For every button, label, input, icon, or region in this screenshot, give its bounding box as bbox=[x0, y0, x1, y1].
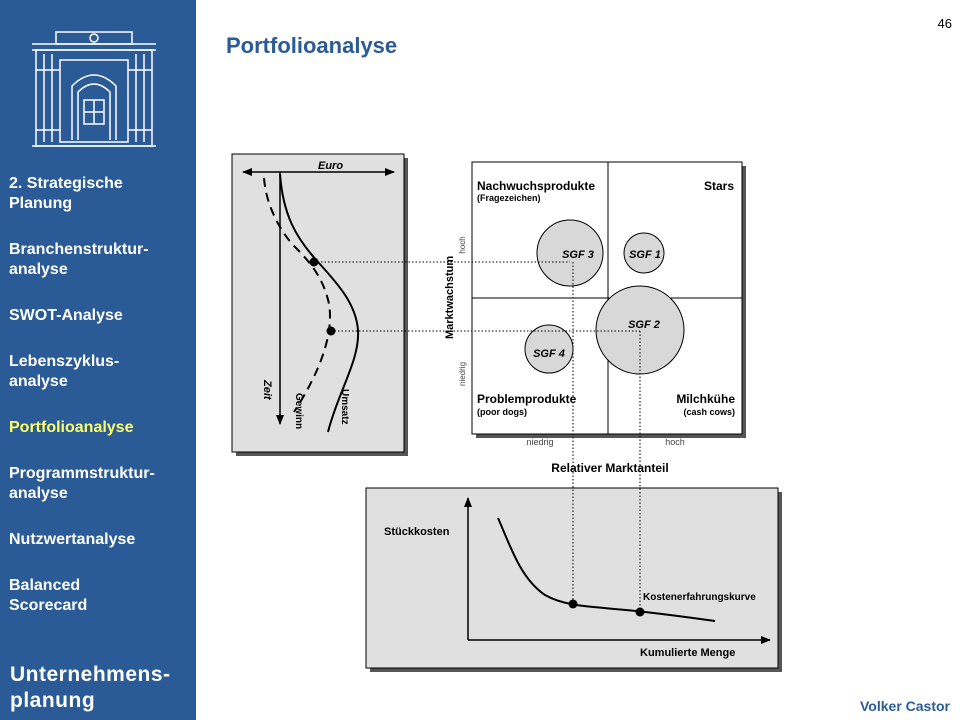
sgf-2-label: SGF 2 bbox=[628, 319, 660, 331]
sidebar-item-programmstrukturanalyse[interactable]: Programmstruktur- analyse bbox=[9, 465, 155, 502]
cumulative-quantity-label: Kumulierte Menge bbox=[640, 647, 735, 659]
sidebar-item-lebenszyklusanalyse[interactable]: Lebenszyklus- analyse bbox=[9, 353, 120, 390]
market-growth-low-label: niedrig bbox=[458, 362, 467, 386]
sgf-4-bubble bbox=[524, 324, 574, 374]
profit-label: Gewinn bbox=[293, 393, 304, 429]
quadrant-question-marks-subtitle: (Fragezeichen) bbox=[477, 193, 541, 203]
experience-curve-label: Kostenerfahrungskurve bbox=[643, 592, 756, 603]
time-label: Zeit bbox=[261, 379, 273, 401]
experience-curve-panel: Stückkosten Kumulierte Menge Kostenerfah… bbox=[365, 487, 782, 672]
sgf-4-label: SGF 4 bbox=[533, 348, 565, 360]
sgf-3-label: SGF 3 bbox=[562, 249, 594, 261]
lifecycle-panel-bg bbox=[231, 153, 405, 453]
experience-curve bbox=[497, 517, 716, 622]
sgf-1-bubble bbox=[623, 232, 665, 274]
quadrant-cash-cows-title: Milchkühe bbox=[676, 392, 735, 406]
market-share-low-label: niedrig bbox=[526, 437, 553, 447]
revenue-curve bbox=[279, 173, 360, 433]
author-name: Volker Castor bbox=[860, 698, 950, 714]
experience-panel-bg bbox=[365, 487, 779, 669]
sidebar-item-portfolioanalyse[interactable]: Portfolioanalyse bbox=[9, 419, 134, 436]
sgf-3-bubble bbox=[536, 219, 604, 287]
sidebar-item-swot-analyse[interactable]: SWOT-Analyse bbox=[9, 307, 123, 324]
sidebar-section-unternehmensplanung[interactable]: Unternehmens- planung bbox=[10, 663, 171, 712]
market-share-label: Relativer Marktanteil bbox=[551, 461, 668, 475]
sidebar-item-branchenstrukturanalyse[interactable]: Branchenstruktur- analyse bbox=[9, 241, 149, 278]
connector-lines bbox=[314, 261, 641, 612]
euro-label: Euro bbox=[318, 160, 343, 172]
experience-point-sgf3 bbox=[568, 599, 578, 609]
page-title: Portfolioanalyse bbox=[226, 33, 398, 58]
revenue-label: Umsatz bbox=[339, 389, 350, 425]
page-number: 46 bbox=[937, 16, 952, 31]
sidebar-item-balanced-scorecard[interactable]: Balanced Scorecard bbox=[9, 577, 88, 614]
portfolio-matrix: Nachwuchsprodukte (Fragezeichen) Stars P… bbox=[444, 161, 746, 475]
quadrant-stars-title: Stars bbox=[704, 179, 734, 193]
sgf-1-label: SGF 1 bbox=[629, 249, 661, 261]
quadrant-poor-dogs-title: Problemprodukte bbox=[477, 392, 577, 406]
quadrant-cash-cows-subtitle: (cash cows) bbox=[683, 407, 735, 417]
sidebar-item-strategische-planung[interactable]: 2. Strategische Planung bbox=[9, 175, 123, 212]
lifecycle-panel: Euro Zeit Gewinn Umsatz bbox=[231, 153, 408, 456]
market-growth-high-label: hoch bbox=[458, 236, 467, 253]
profit-curve bbox=[263, 177, 331, 413]
quadrant-question-marks-title: Nachwuchsprodukte bbox=[477, 179, 595, 193]
quadrant-poor-dogs-subtitle: (poor dogs) bbox=[477, 407, 527, 417]
market-growth-label: Marktwachstum bbox=[444, 256, 456, 339]
sidebar-item-nutzwertanalyse[interactable]: Nutzwertanalyse bbox=[9, 531, 136, 548]
market-share-high-label: hoch bbox=[665, 437, 685, 447]
unit-cost-label: Stückkosten bbox=[384, 526, 450, 538]
building-logo-icon bbox=[32, 31, 156, 147]
sidebar: 2. Strategische Planung Branchenstruktur… bbox=[0, 0, 196, 720]
